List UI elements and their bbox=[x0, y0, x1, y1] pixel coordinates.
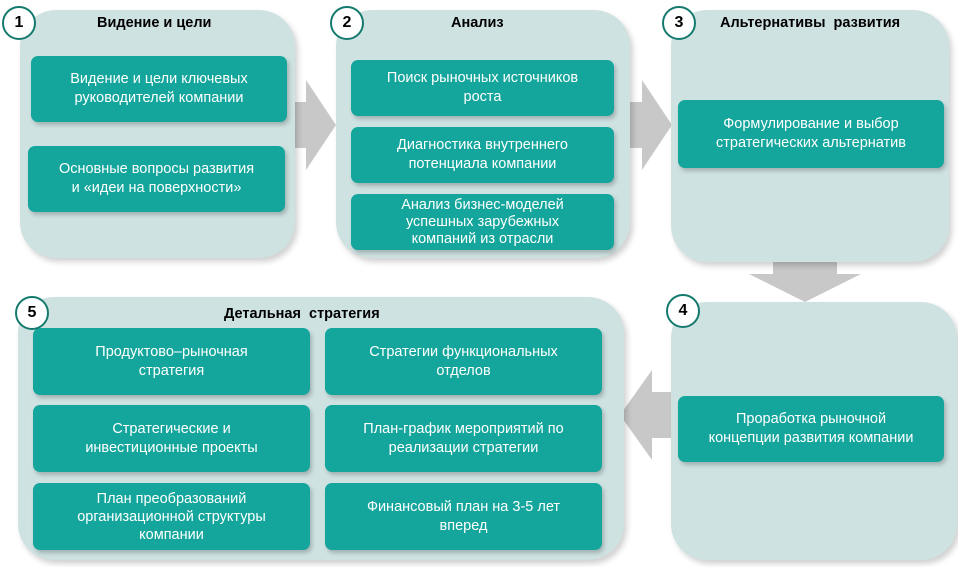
stage-3-item-1: Формулирование и выбор стратегических ал… bbox=[678, 100, 944, 168]
stage-5-item-4: План-график мероприятий по реализации ст… bbox=[325, 405, 602, 472]
stage-4-number: 4 bbox=[666, 294, 700, 328]
stage-2-title: Анализ bbox=[451, 15, 504, 31]
stage-2-item-3: Анализ бизнес-моделей успешных зарубежны… bbox=[351, 194, 614, 250]
stage-2-number: 2 bbox=[330, 6, 364, 40]
stage-1-number: 1 bbox=[2, 6, 36, 40]
arrow-1-to-2 bbox=[290, 80, 336, 170]
stage-3-title: Альтернативы развития bbox=[720, 15, 901, 31]
stage-2-item-1: Поиск рыночных источников роста bbox=[351, 60, 614, 116]
stage-5-title: Детальная стратегия bbox=[224, 306, 380, 322]
arrow-2-to-3 bbox=[626, 80, 672, 170]
stage-1-panel bbox=[20, 10, 295, 258]
stage-3-number: 3 bbox=[662, 6, 696, 40]
stage-5-item-3: Стратегические и инвестиционные проекты bbox=[33, 405, 310, 472]
stage-4-item-1: Проработка рыночной концепции развития к… bbox=[678, 396, 944, 462]
stage-1-title: Видение и цели bbox=[97, 15, 212, 31]
stage-1-item-1: Видение и цели ключевых руководителей ко… bbox=[31, 56, 287, 122]
stage-5-item-6: Финансовый план на 3-5 лет вперед bbox=[325, 483, 602, 550]
stage-2-item-2: Диагностика внутреннего потенциала компа… bbox=[351, 127, 614, 183]
stage-5-item-5: План преобразований организационной стру… bbox=[33, 483, 310, 550]
stage-5-item-1: Продуктово–рыночная стратегия bbox=[33, 328, 310, 395]
stage-1-item-2: Основные вопросы развития и «идеи на пов… bbox=[28, 146, 285, 212]
arrow-3-to-4 bbox=[749, 262, 861, 302]
stage-5-item-2: Стратегии функциональных отделов bbox=[325, 328, 602, 395]
arrow-4-to-5 bbox=[620, 370, 672, 460]
stage-5-number: 5 bbox=[15, 296, 49, 330]
